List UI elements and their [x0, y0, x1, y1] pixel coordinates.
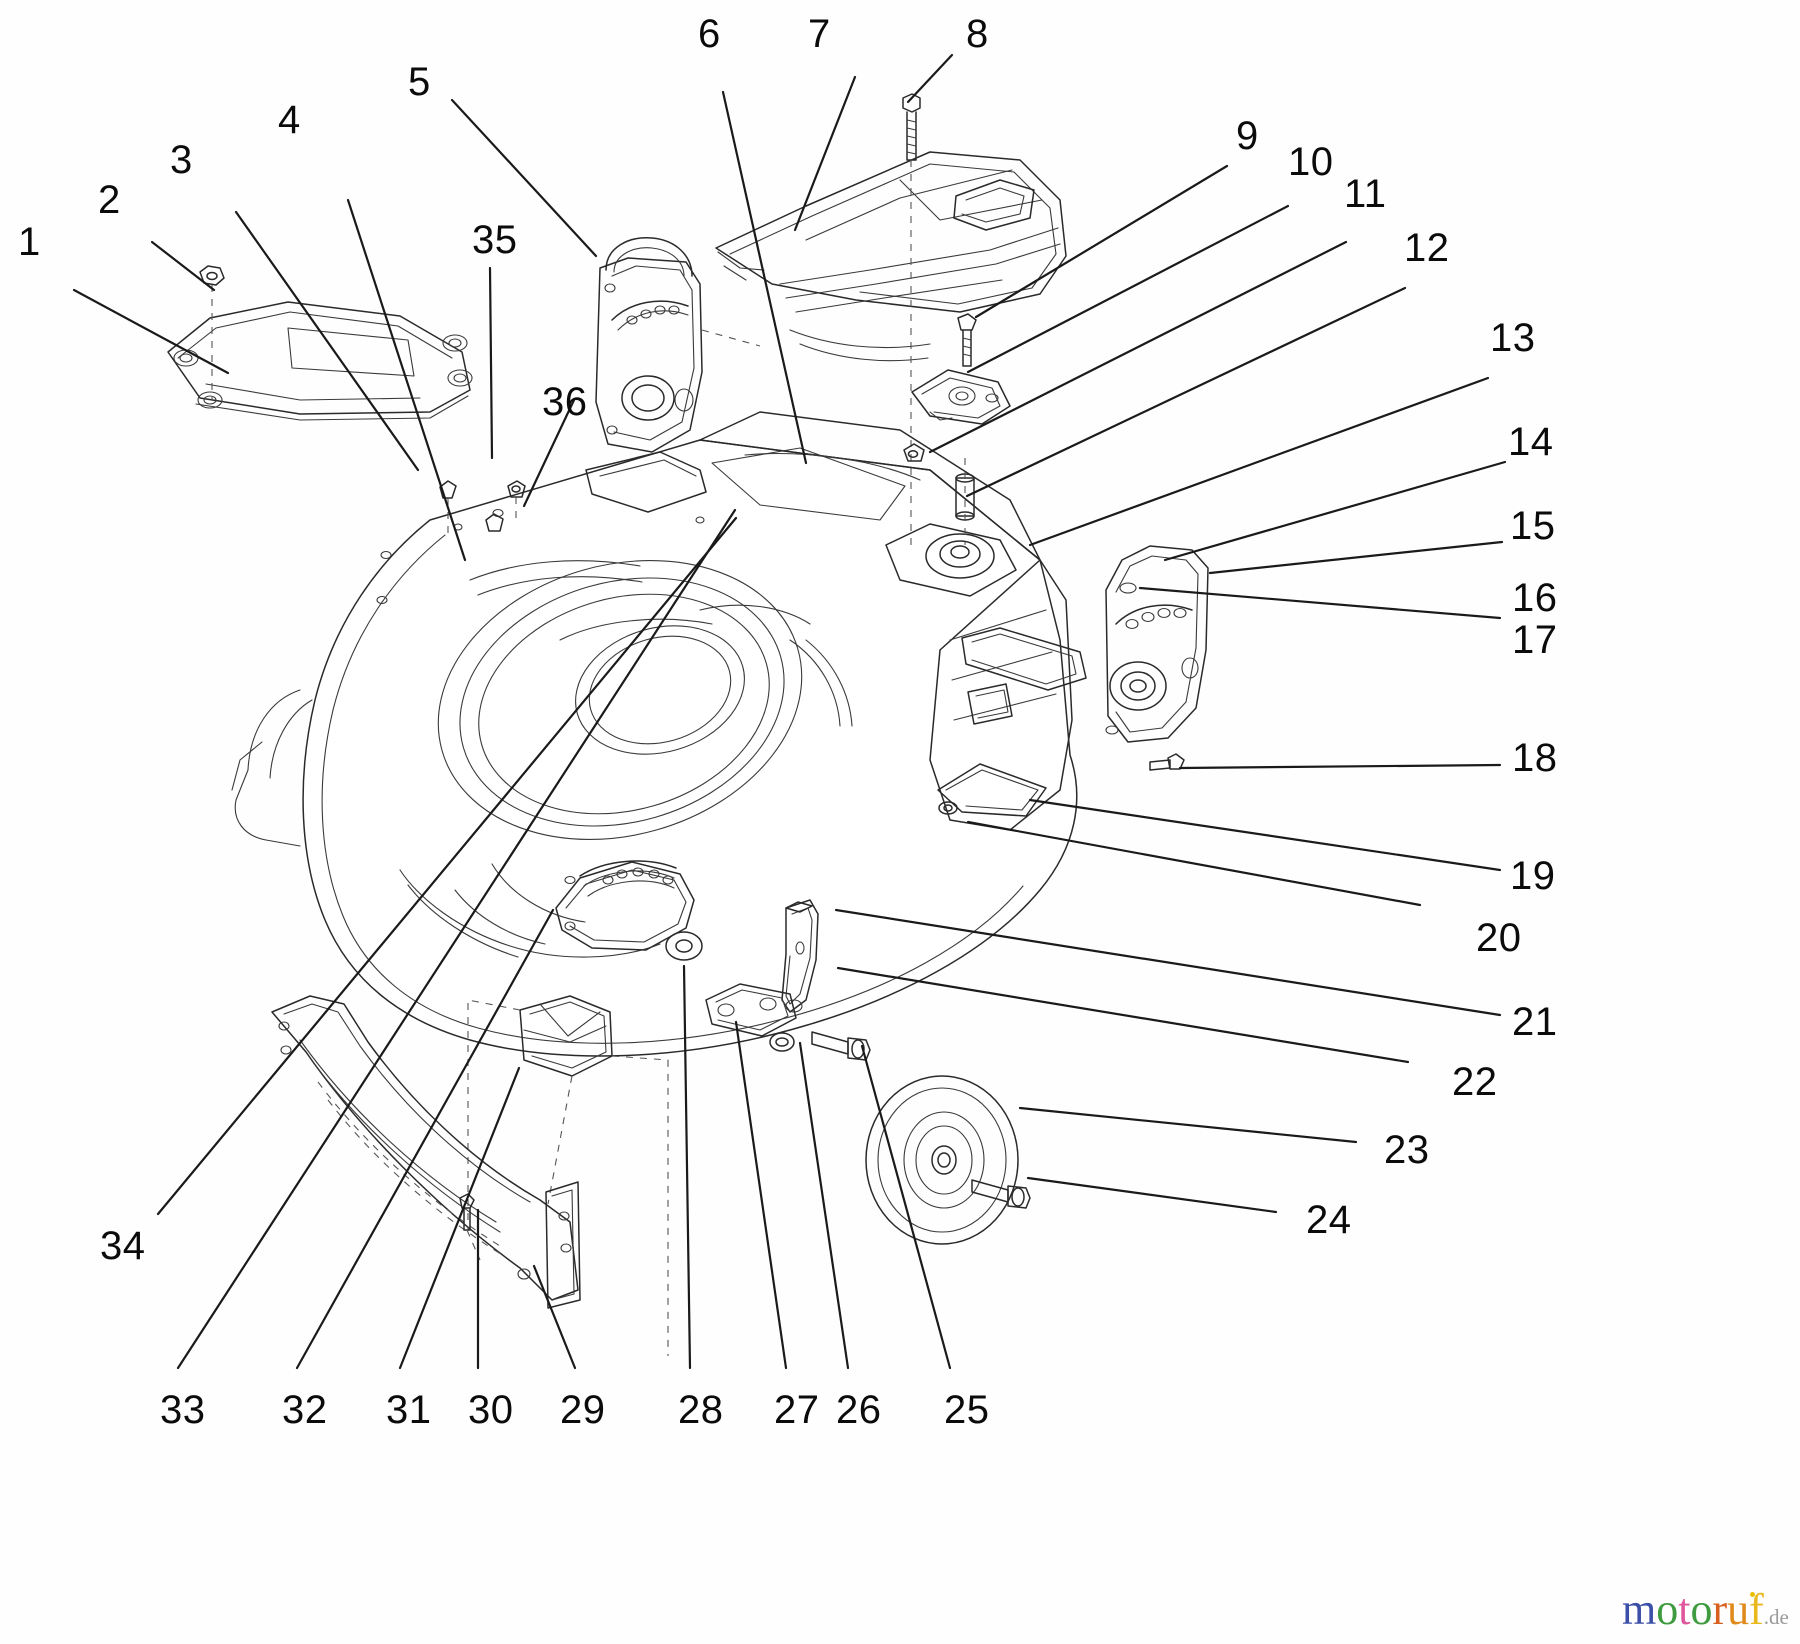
callout-number-16: 16 [1512, 576, 1558, 620]
height-adjust-plate-right [1105, 545, 1209, 771]
leader-line-11 [928, 240, 1348, 454]
leader-line-4 [346, 198, 467, 562]
callout-number-19: 19 [1510, 854, 1556, 898]
callout-number-34: 34 [100, 1224, 146, 1268]
callout-number-4: 4 [278, 98, 301, 142]
leader-line-29 [532, 1264, 577, 1370]
leader-line-34 [156, 516, 738, 1216]
leader-lines [72, 53, 1507, 1370]
rear-height-lever [781, 899, 819, 1013]
leader-line-7 [793, 75, 857, 232]
leader-line-8 [906, 53, 954, 104]
rear-wheel-assembly [665, 931, 1031, 1245]
callout-number-8: 8 [966, 12, 989, 56]
leader-line-31 [398, 1066, 521, 1370]
leader-line-36 [522, 398, 576, 508]
leader-line-5 [450, 98, 598, 258]
rear-deflector-shield [271, 995, 581, 1309]
mower-deck-housing [231, 411, 1078, 1057]
watermark-letter-1: o [1656, 1585, 1679, 1634]
callout-number-18: 18 [1512, 736, 1558, 780]
callout-number-10: 10 [1288, 140, 1334, 184]
callout-number-36: 36 [542, 380, 588, 424]
callout-number-17: 17 [1512, 618, 1558, 662]
leader-line-2 [150, 240, 216, 292]
callout-number-7: 7 [808, 12, 831, 56]
leader-line-20 [966, 820, 1422, 907]
callout-number-13: 13 [1490, 316, 1536, 360]
leader-line-6 [721, 90, 808, 465]
bag-support-frame [467, 995, 669, 1356]
leader-line-15 [1208, 540, 1504, 575]
leader-line-14 [1163, 460, 1507, 562]
leader-line-18 [1178, 763, 1502, 770]
callout-number-24: 24 [1306, 1198, 1352, 1242]
leader-line-16 [1138, 586, 1502, 620]
watermark-letter-3: o [1690, 1585, 1713, 1634]
leader-line-9 [974, 164, 1229, 319]
callout-number-26: 26 [836, 1388, 882, 1432]
callout-number-1: 1 [18, 220, 41, 264]
leader-line-3 [234, 210, 420, 472]
callout-number-33: 33 [160, 1388, 206, 1432]
callout-number-14: 14 [1508, 420, 1554, 464]
leader-line-27 [734, 1020, 788, 1370]
callout-number-23: 23 [1384, 1128, 1430, 1172]
leader-line-10 [966, 204, 1290, 374]
leader-line-35 [488, 266, 494, 460]
callout-number-32: 32 [282, 1388, 328, 1432]
callout-number-25: 25 [944, 1388, 990, 1432]
leader-line-19 [1028, 798, 1502, 872]
watermark-tld: .de [1763, 1605, 1789, 1629]
callout-number-22: 22 [1452, 1060, 1498, 1104]
motoruf-watermark: motoruf.de [1622, 1588, 1789, 1632]
watermark-letter-6: f [1749, 1585, 1764, 1634]
watermark-letter-2: t [1678, 1585, 1691, 1634]
callout-number-30: 30 [468, 1388, 514, 1432]
callout-number-2: 2 [98, 178, 121, 222]
watermark-letter-4: r [1712, 1585, 1728, 1634]
leader-line-28 [682, 964, 692, 1370]
leader-line-33 [176, 508, 737, 1370]
callout-number-21: 21 [1512, 1000, 1558, 1044]
long-bolt-top [902, 93, 921, 545]
callout-number-6: 6 [698, 12, 721, 56]
leader-line-23 [1018, 1106, 1358, 1144]
leader-line-25 [860, 1044, 952, 1370]
callout-number-11: 11 [1344, 172, 1387, 216]
callout-number-35: 35 [472, 218, 518, 262]
callout-number-15: 15 [1510, 504, 1556, 548]
callout-number-29: 29 [560, 1388, 606, 1432]
leader-line-21 [834, 908, 1502, 1017]
leader-line-26 [798, 1041, 850, 1370]
upper-right-bracket-group [903, 313, 1011, 545]
callout-number-27: 27 [774, 1388, 820, 1432]
watermark-letter-5: u [1727, 1585, 1750, 1634]
leader-line-1 [72, 288, 230, 375]
callout-number-20: 20 [1476, 916, 1522, 960]
rear-discharge-cover [715, 151, 1067, 362]
callout-number-12: 12 [1404, 226, 1450, 270]
height-adjust-bracket-left [485, 237, 761, 532]
rear-height-sector [555, 860, 695, 951]
callout-number-9: 9 [1236, 114, 1259, 158]
leader-line-22 [836, 966, 1410, 1064]
leader-line-13 [1028, 376, 1490, 547]
leader-line-32 [295, 908, 555, 1370]
leader-line-12 [965, 286, 1407, 498]
watermark-dot-accent [1750, 1592, 1755, 1597]
callout-number-3: 3 [170, 138, 193, 182]
callout-number-5: 5 [408, 60, 431, 104]
front-shield-assembly [167, 265, 473, 540]
callout-number-31: 31 [386, 1388, 432, 1432]
callout-number-28: 28 [678, 1388, 724, 1432]
leader-line-24 [1026, 1176, 1278, 1214]
watermark-letter-0: m [1622, 1585, 1657, 1634]
